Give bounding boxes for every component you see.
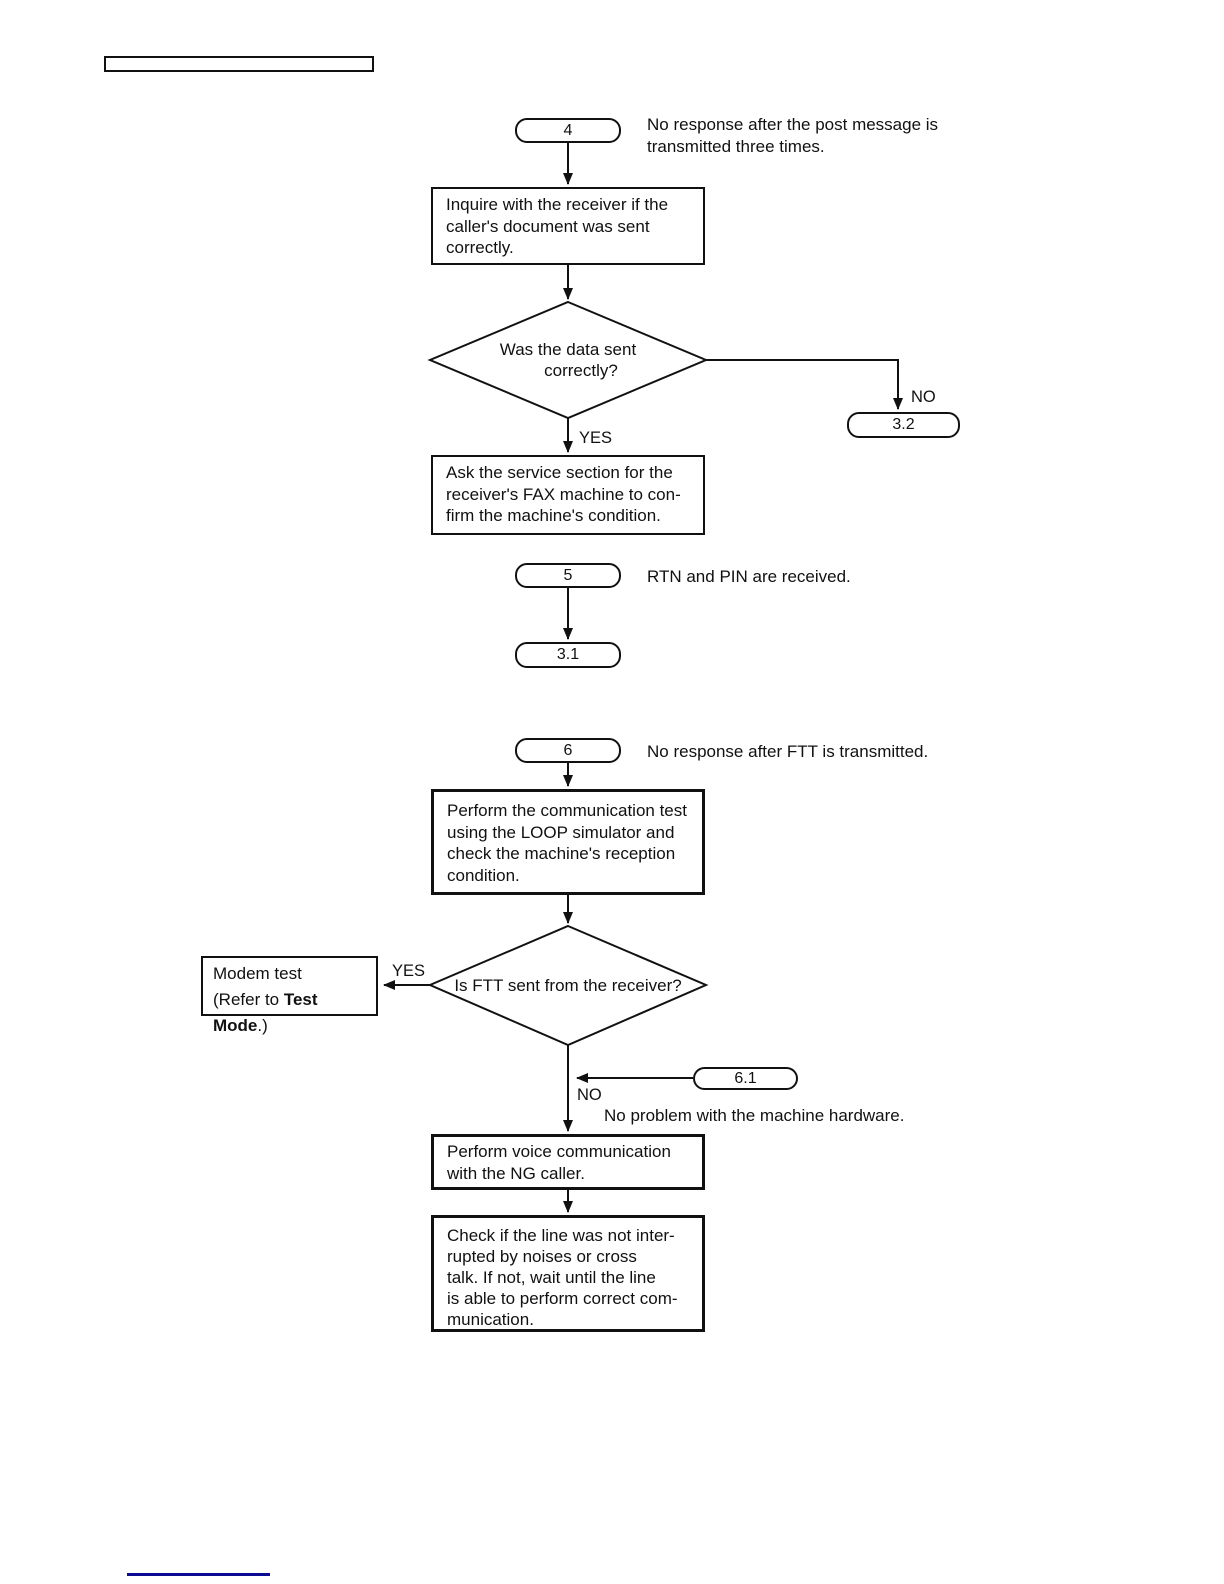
box-inquire-line1: Inquire with the receiver if the — [446, 195, 669, 214]
box-inquire: Inquire with the receiver if the caller'… — [431, 187, 705, 265]
note-rtn-pin: RTN and PIN are received. — [647, 567, 851, 586]
box-inquire-line2: caller's document was sent — [446, 216, 650, 236]
note-post-message-line2: transmitted three times. — [647, 136, 825, 156]
note-no-hw-problem: No problem with the machine hardware. — [604, 1106, 905, 1125]
label-no-2: NO — [577, 1086, 602, 1104]
header-placeholder-box — [104, 56, 374, 72]
box-comm-test-line4: condition. — [447, 865, 520, 885]
decision-data-sent-line1: Was the data sent — [499, 340, 637, 359]
box-modem-test-line2: (Refer to Test Mode.) — [213, 987, 370, 1039]
decision-data-sent-text: Was the data sent correctly? — [430, 339, 706, 381]
box-check-line4: is able to perform correct com- — [447, 1289, 678, 1308]
decision-data-sent-diamond — [427, 300, 709, 420]
box-inquire-line3: correctly. — [446, 238, 514, 257]
modem-refer-suffix: .) — [257, 1016, 268, 1035]
modem-test-mode-bold: Test Mode — [213, 990, 318, 1035]
box-check-line: Check if the line was not inter- rupted … — [431, 1215, 705, 1332]
box-check-line2: rupted by noises or cross — [447, 1247, 637, 1266]
box-comm-test-line3: check the machine's reception — [447, 844, 676, 863]
node-3-1: 3.1 — [515, 642, 621, 668]
node-6: 6 — [515, 738, 621, 763]
box-voice-line2: with the NG caller. — [447, 1163, 585, 1183]
connector-decision1-no-to-node32 — [706, 359, 903, 410]
node-3-2: 3.2 — [847, 412, 960, 438]
label-no-1: NO — [911, 388, 936, 406]
decision-data-sent-line2: correctly? — [544, 361, 618, 380]
note-post-message-line1: No response after the post message is — [647, 115, 939, 134]
box-comm-test-line1: Perform the communication test — [447, 801, 687, 820]
link-underline[interactable] — [127, 1573, 270, 1576]
node-4: 4 — [515, 118, 621, 143]
label-yes-2: YES — [392, 962, 426, 980]
box-comm-test-line2: using the LOOP simulator and — [447, 822, 675, 842]
decision-ftt-sent-diamond — [427, 924, 709, 1047]
box-ask-line1: Ask the service section for the — [446, 463, 673, 482]
box-comm-test: Perform the communication test using the… — [431, 789, 705, 895]
modem-refer-prefix: (Refer to — [213, 990, 284, 1009]
box-check-line3: talk. If not, wait until the line — [447, 1268, 656, 1287]
note-post-message: No response after the post message is tr… — [647, 114, 938, 157]
box-modem-test: Modem test (Refer to Test Mode.) — [201, 956, 378, 1035]
box-ask-line2: receiver's FAX machine to con- — [446, 484, 681, 504]
decision-ftt-sent-text: Is FTT sent from the receiver? — [454, 976, 682, 995]
box-ask-service: Ask the service section for the receiver… — [431, 455, 705, 535]
note-ftt: No response after FTT is transmitted. — [647, 742, 929, 761]
box-voice-comm: Perform voice communication with the NG … — [431, 1134, 705, 1190]
label-yes-1: YES — [579, 429, 613, 447]
box-modem-test-line1: Modem test — [213, 964, 302, 983]
box-ask-line3: firm the machine's condition. — [446, 506, 661, 525]
box-check-line5: munication. — [447, 1310, 534, 1329]
box-voice-line1: Perform voice communication — [447, 1142, 671, 1161]
node-6-1: 6.1 — [693, 1067, 798, 1090]
box-check-line1: Check if the line was not inter- — [447, 1226, 675, 1245]
node-5: 5 — [515, 563, 621, 588]
